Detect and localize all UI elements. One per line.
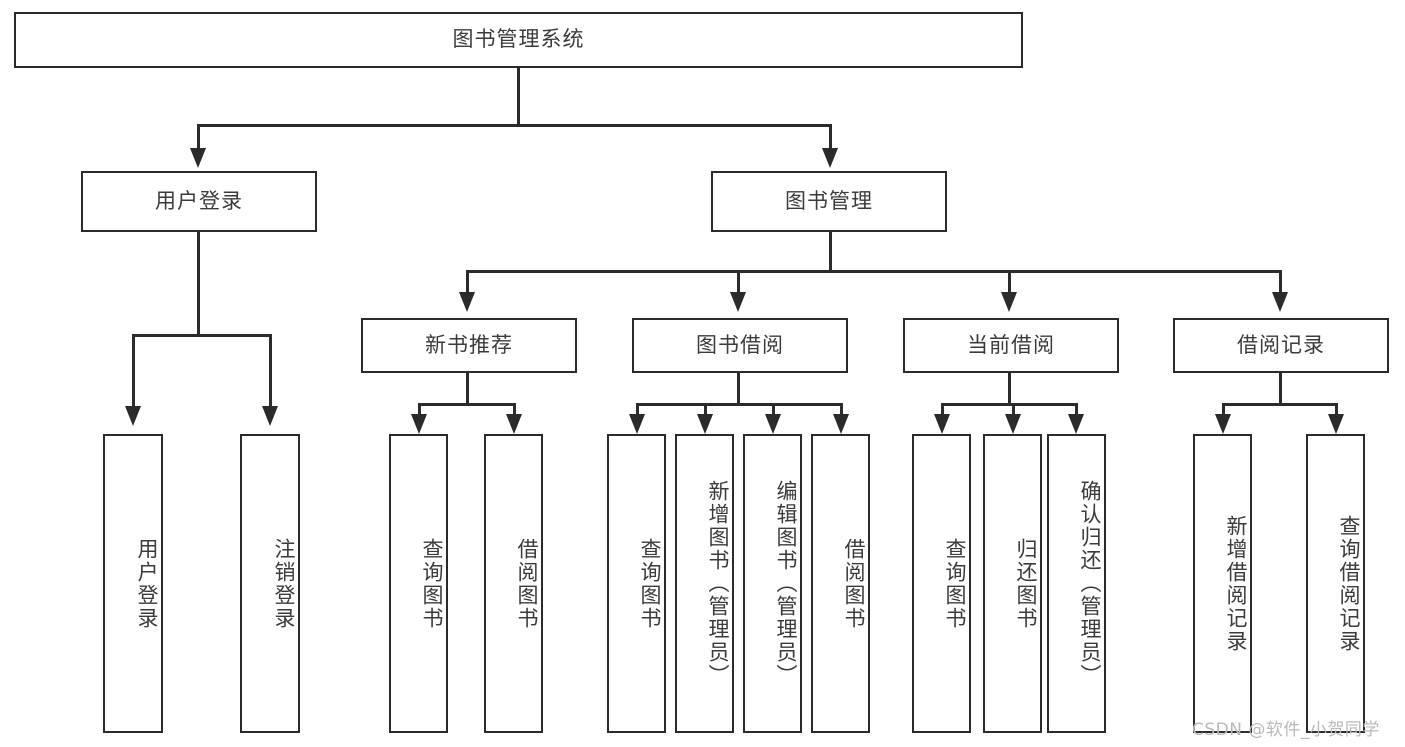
connector-user-login-drop-2 — [269, 334, 272, 409]
connector-br-stem — [1279, 373, 1282, 405]
connector-user-login-drop-1 — [132, 334, 135, 409]
node-book-management[interactable]: 图书管理 — [711, 171, 947, 232]
leaf-current-borrow-return-book[interactable]: 归还图书 — [983, 434, 1042, 733]
node-label: 查询图书 — [638, 537, 662, 630]
node-label: 编辑图书（管理员） — [774, 480, 798, 687]
arrowhead-bm-to-current-borrow — [1001, 292, 1017, 312]
leaf-borrow-record-query-record[interactable]: 查询借阅记录 — [1306, 434, 1365, 733]
node-root-book-management-system[interactable]: 图书管理系统 — [14, 12, 1023, 68]
node-label: 新书推荐 — [425, 332, 513, 357]
connector-bb-bus — [636, 403, 843, 406]
leaf-book-borrow-borrow-book[interactable]: 借阅图书 — [811, 434, 870, 733]
leaf-user-login-login[interactable]: 用户登录 — [103, 434, 163, 733]
connector-bm-drop-4 — [1279, 270, 1282, 295]
node-label: 借阅图书 — [842, 537, 866, 630]
connector-bm-drop-3 — [1008, 270, 1011, 295]
leaf-book-borrow-edit-book-admin[interactable]: 编辑图书（管理员） — [743, 434, 802, 733]
node-new-book-recommend[interactable]: 新书推荐 — [361, 318, 577, 373]
node-label: 图书管理 — [785, 188, 873, 213]
connector-bb-drop-4 — [840, 403, 843, 423]
node-user-login[interactable]: 用户登录 — [81, 171, 317, 232]
node-label: 查询借阅记录 — [1337, 514, 1361, 653]
node-label: 借阅记录 — [1237, 332, 1325, 357]
leaf-user-login-logout[interactable]: 注销登录 — [240, 434, 300, 733]
node-label: 用户登录 — [155, 188, 243, 213]
node-label: 注销登录 — [272, 537, 296, 630]
node-current-borrow[interactable]: 当前借阅 — [903, 318, 1119, 373]
connector-root-to-book-management — [829, 124, 832, 150]
connector-cb-drop-3 — [1075, 403, 1078, 423]
node-book-borrow[interactable]: 图书借阅 — [632, 318, 848, 373]
arrowhead-user-login-leaf-1 — [125, 406, 141, 426]
connector-bm-drop-2 — [737, 270, 740, 295]
node-label: 新增图书（管理员） — [706, 480, 730, 687]
leaf-new-book-recommend-borrow-book[interactable]: 借阅图书 — [484, 434, 543, 733]
arrowhead-bb-leaf-3 — [765, 414, 781, 434]
connector-book-management-bus — [466, 270, 1282, 273]
node-label: 用户登录 — [135, 537, 159, 630]
node-label: 归还图书 — [1014, 537, 1038, 630]
node-label: 图书借阅 — [696, 332, 784, 357]
connector-bb-stem — [737, 373, 740, 405]
node-label: 图书管理系统 — [452, 27, 585, 52]
arrowhead-nbr-leaf-2 — [506, 414, 522, 434]
connector-nbr-stem — [466, 373, 469, 405]
arrowhead-bb-leaf-4 — [833, 414, 849, 434]
arrowhead-bm-to-borrow-record — [1272, 292, 1288, 312]
leaf-borrow-record-add-record[interactable]: 新增借阅记录 — [1193, 434, 1252, 733]
arrowhead-nbr-leaf-1 — [411, 414, 427, 434]
connector-book-management-stem — [829, 232, 832, 272]
connector-user-login-stem — [197, 232, 200, 334]
arrowhead-bm-to-book-borrow — [730, 292, 746, 312]
arrowhead-br-leaf-1 — [1215, 414, 1231, 434]
arrowhead-user-login-leaf-2 — [262, 406, 278, 426]
node-label: 新增借阅记录 — [1224, 514, 1248, 653]
leaf-new-book-recommend-query-book[interactable]: 查询图书 — [389, 434, 448, 733]
arrowhead-br-leaf-2 — [1328, 414, 1344, 434]
leaf-current-borrow-confirm-return-admin[interactable]: 确认归还（管理员） — [1047, 434, 1106, 733]
watermark-text: CSDN @软件_小贺同学 — [1192, 720, 1380, 740]
arrowhead-root-to-user-login — [190, 148, 206, 168]
leaf-book-borrow-query-book[interactable]: 查询图书 — [607, 434, 666, 733]
connector-br-drop-2 — [1335, 403, 1338, 423]
connector-br-drop-1 — [1222, 403, 1225, 423]
node-label: 查询图书 — [943, 537, 967, 630]
leaf-current-borrow-query-book[interactable]: 查询图书 — [912, 434, 971, 733]
connector-bb-drop-2 — [704, 403, 707, 423]
connector-cb-drop-1 — [941, 403, 944, 423]
connector-cb-bus — [941, 403, 1078, 406]
node-label: 借阅图书 — [515, 537, 539, 630]
node-label: 当前借阅 — [967, 332, 1055, 357]
connector-bb-drop-1 — [636, 403, 639, 423]
connector-nbr-drop-2 — [513, 403, 516, 423]
node-label: 查询图书 — [420, 537, 444, 630]
arrowhead-root-to-book-management — [822, 148, 838, 168]
arrowhead-cb-leaf-3 — [1068, 414, 1084, 434]
node-label: 确认归还（管理员） — [1078, 480, 1102, 687]
connector-user-login-bus — [132, 334, 272, 337]
connector-bb-drop-3 — [772, 403, 775, 423]
connector-br-bus — [1222, 403, 1338, 406]
arrowhead-cb-leaf-1 — [934, 414, 950, 434]
connector-bm-drop-1 — [466, 270, 469, 295]
arrowhead-bb-leaf-2 — [697, 414, 713, 434]
leaf-book-borrow-add-book-admin[interactable]: 新增图书（管理员） — [675, 434, 734, 733]
connector-root-bus — [197, 124, 831, 127]
node-borrow-record[interactable]: 借阅记录 — [1173, 318, 1389, 373]
connector-nbr-bus — [418, 403, 515, 406]
arrowhead-bm-to-new-book-recommend — [459, 292, 475, 312]
connector-cb-drop-2 — [1012, 403, 1015, 423]
connector-root-to-user-login — [197, 124, 200, 150]
connector-root-stem — [517, 68, 520, 124]
connector-nbr-drop-1 — [418, 403, 421, 423]
connector-cb-stem — [1008, 373, 1011, 405]
arrowhead-cb-leaf-2 — [1005, 414, 1021, 434]
arrowhead-bb-leaf-1 — [629, 414, 645, 434]
